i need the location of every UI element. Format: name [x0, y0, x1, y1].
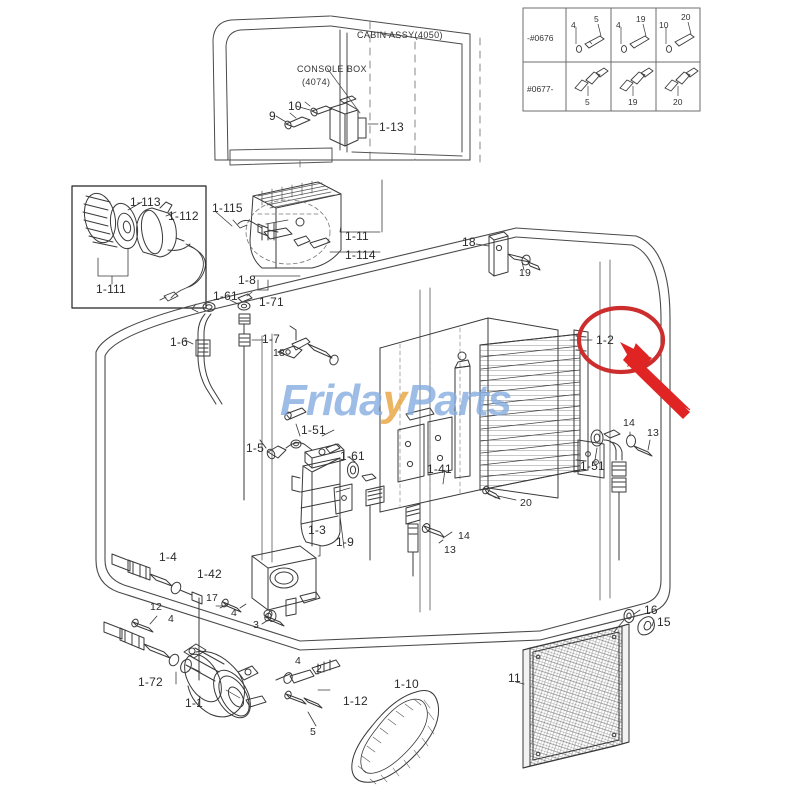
fitting-1-12: [275, 659, 341, 709]
callout-20: 20: [520, 497, 533, 509]
callout-5: 5: [310, 726, 317, 738]
callout-1-61: 1-61: [213, 289, 238, 303]
callout-12: 12: [150, 601, 163, 613]
callout-1-3: 1-3: [308, 523, 326, 537]
callout-1-1: 1-1: [185, 696, 203, 710]
callout-15: 15: [657, 615, 671, 629]
serial-row-0-label: -#0676: [527, 33, 554, 43]
callout-1-2: 1-2: [596, 333, 614, 347]
callout-1-111: 1-111: [96, 282, 126, 296]
callout-11: 11: [508, 671, 521, 685]
callout-1-41: 1-41: [427, 462, 452, 476]
blower-motor: [136, 201, 191, 258]
callout-1-7: 1-7: [262, 332, 280, 346]
hose-1-4: [111, 553, 203, 681]
callout-3: 3: [253, 619, 260, 631]
condenser-assembly: [379, 317, 605, 513]
grille-panel: [522, 623, 630, 769]
callout-16: 16: [644, 603, 658, 617]
callout-1-12: 1-12: [343, 694, 368, 708]
evaporator-unit: [245, 180, 342, 269]
callout-1-115: 1-115: [212, 201, 243, 215]
hose-1-72: [103, 621, 201, 674]
callout-1-51-a: 1-51: [301, 423, 326, 437]
callout-1-10: 1-10: [394, 677, 419, 691]
callout-18-right: 18: [462, 235, 476, 249]
compressor: [183, 643, 267, 719]
hose-1-7: [237, 293, 253, 501]
callout-1-61-b: 1-61: [340, 449, 365, 463]
callout-1-71: 1-71: [259, 295, 284, 309]
callout-9: 9: [269, 109, 276, 123]
serial-r0c0-n0: 4: [571, 20, 576, 30]
serial-r0c1-n0: 4: [616, 20, 621, 30]
callout-10: 10: [288, 99, 302, 113]
callout-1-51-b: 1-51: [580, 459, 605, 473]
callout-4-a: 4: [231, 607, 238, 619]
callout-13-a: 13: [444, 544, 457, 556]
hose-1-6: [191, 302, 223, 405]
callout-2: 2: [316, 663, 323, 675]
callout-1-72: 1-72: [138, 675, 163, 689]
drive-belt: [351, 690, 440, 785]
motor-wire: [159, 243, 206, 302]
oring-1-61: [347, 456, 377, 482]
inset-box-frame: [71, 185, 207, 309]
serial-r1c1-n0: 19: [628, 97, 638, 107]
callout-18-left: 18: [273, 347, 286, 359]
machine-frame: [95, 227, 671, 651]
pump-mount: [251, 545, 321, 622]
cabin-outline: [212, 15, 471, 161]
console-box-part: [329, 95, 367, 147]
callout-1-8: 1-8: [238, 273, 256, 287]
fitting-1-5: [259, 439, 313, 460]
highlight-ellipse: [576, 305, 666, 375]
callout-19: 19: [519, 267, 532, 279]
serial-r0c0-n1: 5: [594, 14, 599, 24]
callout-1-11: 1-11: [345, 229, 369, 243]
callout-1-9: 1-9: [336, 535, 354, 549]
caption-console-box-number: (4074): [302, 77, 331, 87]
serial-row-1-label: #0677-: [527, 84, 554, 94]
callout-1-42: 1-42: [197, 567, 222, 581]
serial-r0c2-n0: 10: [659, 20, 669, 30]
callout-1-6: 1-6: [170, 335, 188, 349]
callout-1-113: 1-113: [130, 195, 161, 209]
callout-17: 17: [206, 592, 219, 604]
callout-1-112: 1-112: [168, 209, 199, 223]
hose-right-1-51: [590, 429, 653, 561]
blower-wheel: [82, 192, 139, 250]
serial-r0c1-n1: 19: [636, 14, 646, 24]
serial-r1c0-n0: 5: [585, 97, 590, 107]
receiver-drier: [291, 443, 353, 547]
caption-cabin-assy: CABIN ASSY(4050): [357, 30, 443, 40]
callout-1-4: 1-4: [159, 550, 177, 564]
callout-1-13: 1-13: [379, 120, 404, 134]
callout-1-114: 1-114: [345, 248, 376, 262]
serial-r1c2-n0: 20: [673, 97, 683, 107]
callout-4-c: 4: [295, 655, 302, 667]
callout-14-b: 14: [623, 417, 636, 429]
callout-1-5: 1-5: [246, 441, 264, 455]
callout-14-a: 14: [458, 530, 471, 542]
caption-console-box: CONSOLE BOX: [297, 64, 367, 74]
callout-13-b: 13: [647, 427, 660, 439]
bracket-18: [488, 231, 541, 277]
serial-r0c2-n1: 20: [681, 12, 691, 22]
callout-4-b: 4: [168, 613, 175, 625]
highlight-arrow: [620, 342, 691, 419]
